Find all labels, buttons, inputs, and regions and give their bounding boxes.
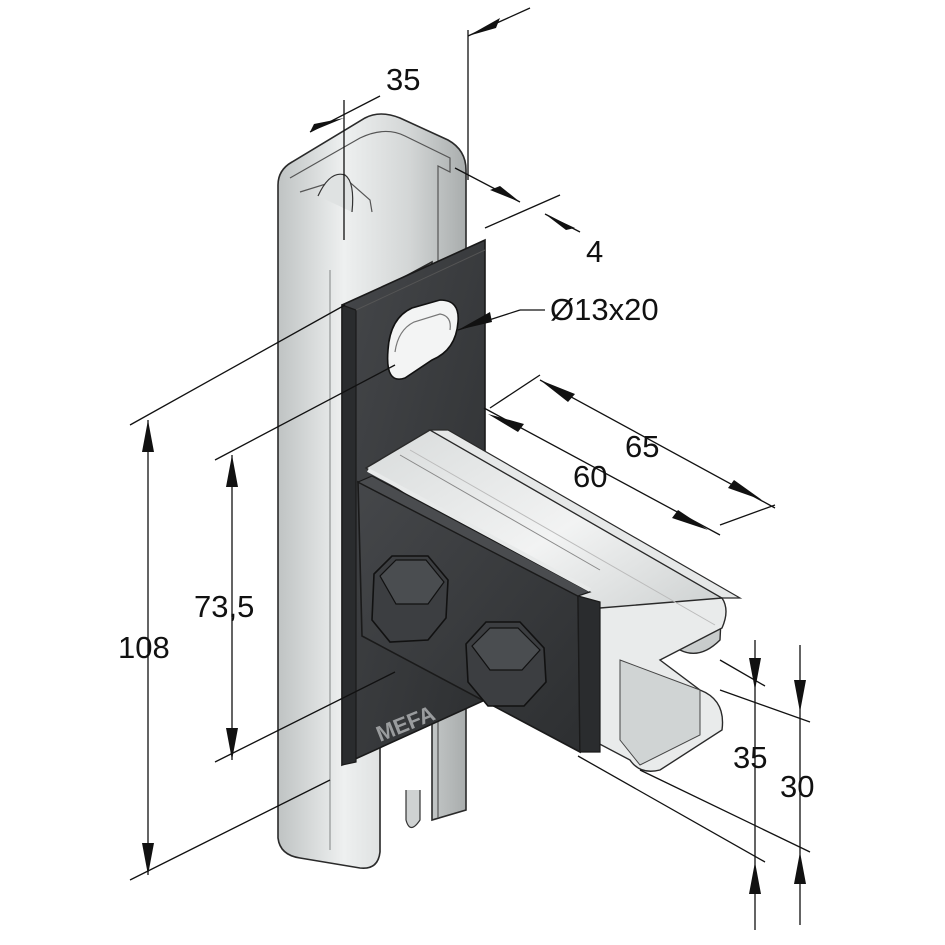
dim-arm-length-outer: 65 xyxy=(625,429,659,464)
dim-arm-length-inner: 60 xyxy=(573,459,607,494)
hex-bolt-left xyxy=(371,555,449,643)
dim-arm-depth: 30 xyxy=(780,769,814,804)
dimension-lines xyxy=(129,7,811,930)
hex-bolt-right xyxy=(465,621,547,707)
horizontal-arm xyxy=(364,429,743,772)
slot-hole xyxy=(386,299,459,380)
dim-channel-width: 35 xyxy=(386,62,420,97)
dim-slot-hole: Ø13x20 xyxy=(550,292,659,327)
dim-arm-height: 35 xyxy=(733,740,767,775)
dim-plate-height: 73,5 xyxy=(194,589,254,624)
dimension-labels: 35 4 Ø13x20 65 60 108 73,5 35 30 xyxy=(118,62,814,804)
dim-plate-thickness: 4 xyxy=(586,234,603,269)
dim-total-height: 108 xyxy=(118,630,170,665)
